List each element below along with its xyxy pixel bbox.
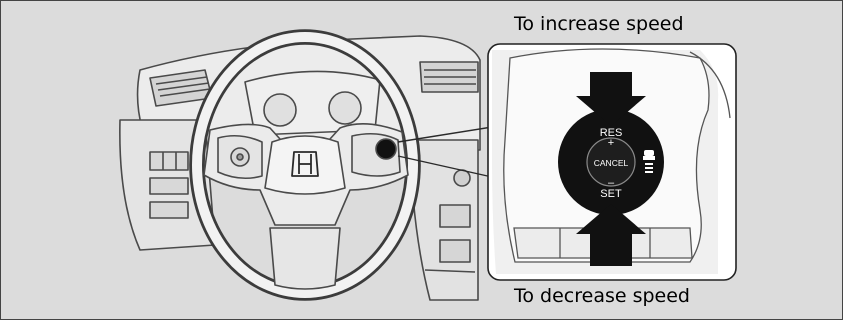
plus-label: +: [608, 137, 614, 149]
right-air-vent: [420, 62, 478, 92]
left-switch-cluster: [218, 136, 262, 179]
decrease-speed-caption: To decrease speed: [514, 287, 690, 306]
set-label: SET: [600, 188, 622, 200]
right-switch-cluster: [352, 134, 400, 176]
highlighted-cruise-switch: [376, 139, 396, 159]
increase-speed-caption: To increase speed: [514, 15, 684, 34]
zoom-inset: RES + CANCEL – SET: [488, 44, 736, 280]
cancel-label: CANCEL: [594, 158, 629, 168]
